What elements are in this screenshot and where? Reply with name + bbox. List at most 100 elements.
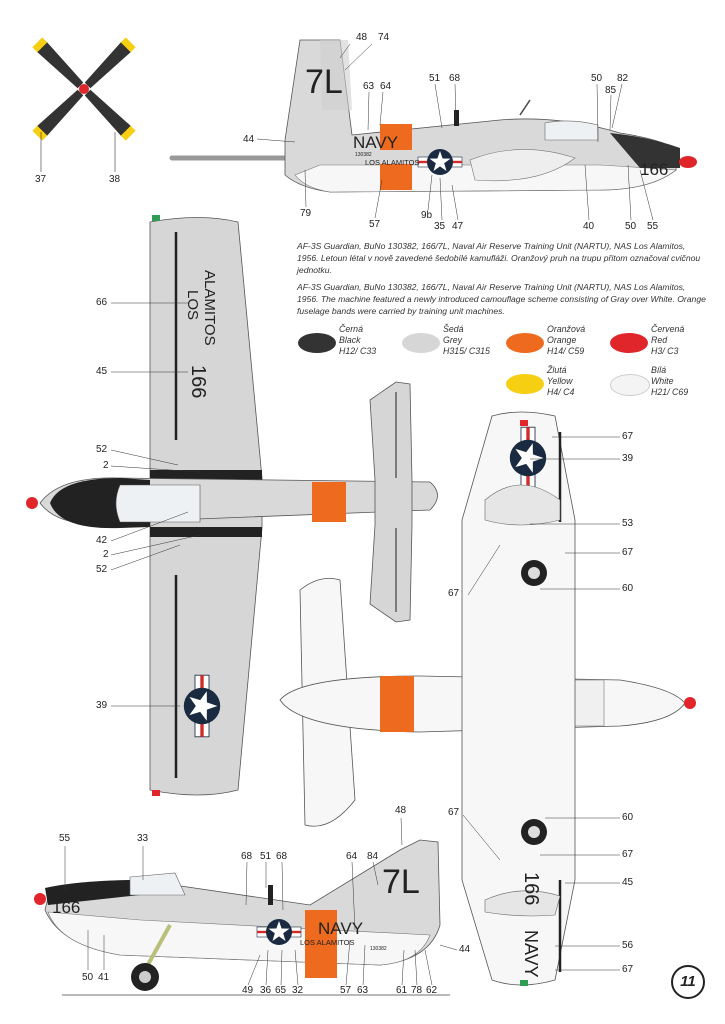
swatch-yellow [506, 374, 544, 394]
unit-marking-bottom: LOS ALAMITOS [300, 938, 354, 947]
modex-marking-wing: 166 [187, 365, 209, 398]
callout-56: 56 [622, 940, 634, 951]
callout-60-a: 60 [622, 583, 634, 594]
callout-leader-lines [64, 43, 654, 986]
callout-60-b: 60 [622, 812, 634, 823]
callout-50-top: 50 [591, 73, 603, 84]
callout-57-top: 57 [369, 219, 381, 230]
swatch-red [610, 333, 648, 353]
callout-52-a: 52 [96, 444, 108, 455]
callout-79: 79 [300, 208, 312, 219]
callout-39-under: 39 [622, 453, 634, 464]
callout-66: 66 [96, 297, 108, 308]
callout-62: 62 [426, 985, 438, 996]
callout-49: 49 [242, 985, 254, 996]
callout-9b: 9b [421, 210, 433, 221]
modex-marking-top: 166 [640, 160, 668, 179]
swatch-white [610, 374, 650, 396]
callout-50-bottom: 50 [82, 972, 94, 983]
buno-marking-bottom: 130382 [370, 946, 387, 952]
callout-52-b: 52 [96, 564, 108, 575]
callout-78: 78 [411, 985, 423, 996]
callout-64-bottom: 64 [346, 851, 358, 862]
description-czech: AF-3S Guardian, BuNo 130382, 166/7L, Nav… [297, 240, 709, 276]
callout-82: 82 [617, 73, 629, 84]
description-english: AF-3S Guardian, BuNo 130382, 166/7L, Nav… [297, 281, 709, 317]
callout-84: 84 [367, 851, 379, 862]
callout-38: 38 [109, 174, 121, 185]
buno-marking-top: 130382 [355, 152, 372, 158]
side-profile-right [169, 39, 697, 193]
callout-35: 35 [434, 221, 446, 232]
unit-marking-wing-line1: LOS [184, 290, 201, 320]
tail-code-top: 7L [305, 63, 343, 101]
callout-64-top: 64 [380, 81, 392, 92]
callout-37: 37 [35, 174, 47, 185]
description-en-text: AF-3S Guardian, BuNo 130382, 166/7L, Nav… [297, 282, 706, 316]
modex-marking-bottom: 166 [52, 898, 80, 917]
callout-2-b: 2 [103, 549, 109, 560]
callout-39-wing: 39 [96, 700, 108, 711]
callout-2-a: 2 [103, 460, 109, 471]
swatch-grey [402, 333, 440, 353]
callout-44-top: 44 [243, 134, 255, 145]
callout-42: 42 [96, 535, 108, 546]
callout-33: 33 [137, 833, 149, 844]
callout-63-top: 63 [363, 81, 375, 92]
callout-48-bottom: 48 [395, 805, 407, 816]
callout-61: 61 [396, 985, 408, 996]
callout-50-top-b: 50 [625, 221, 637, 232]
callout-48-top: 48 [356, 32, 368, 43]
swatch-orange [506, 333, 544, 353]
page-number: 11 [671, 965, 705, 999]
callout-44-bottom: 44 [459, 944, 471, 955]
callout-67-f: 67 [622, 964, 634, 975]
callout-40: 40 [583, 221, 595, 232]
unit-marking-top: LOS ALAMITOS [365, 158, 419, 167]
callout-47: 47 [452, 221, 464, 232]
callout-51-bottom: 51 [260, 851, 272, 862]
callout-45-under: 45 [622, 877, 634, 888]
bottom-view [461, 411, 576, 986]
callout-63-bottom: 63 [357, 985, 369, 996]
callout-41: 41 [98, 972, 110, 983]
callout-51-top: 51 [429, 73, 441, 84]
callout-67-d: 67 [448, 807, 460, 818]
callout-67-e: 67 [622, 849, 634, 860]
callout-53: 53 [622, 518, 634, 529]
navy-marking-bottom: NAVY [318, 919, 363, 938]
callout-55-top: 55 [647, 221, 659, 232]
callout-57-bottom: 57 [340, 985, 352, 996]
navy-marking-underwing: NAVY [521, 930, 541, 978]
callout-67-b: 67 [622, 547, 634, 558]
callout-55-bottom: 55 [59, 833, 71, 844]
callout-36: 36 [260, 985, 272, 996]
callout-85: 85 [605, 85, 617, 96]
tail-code-bottom: 7L [382, 863, 420, 901]
callout-68-bottom-b: 68 [276, 851, 288, 862]
callout-67-a: 67 [622, 431, 634, 442]
unit-marking-wing-line2: ALAMITOS [201, 270, 218, 346]
callout-32: 32 [292, 985, 304, 996]
callout-74: 74 [378, 32, 390, 43]
callout-68-top: 68 [449, 73, 461, 84]
callout-68-bottom-a: 68 [241, 851, 253, 862]
callout-67-c: 67 [448, 588, 460, 599]
side-profile-left [34, 839, 450, 996]
callout-65: 65 [275, 985, 287, 996]
top-view [26, 215, 438, 796]
modex-marking-underwing: 166 [520, 872, 542, 905]
callout-45-wing: 45 [96, 366, 108, 377]
description-cz-text: AF-3S Guardian, BuNo 130382, 166/7L, Nav… [297, 241, 701, 275]
navy-marking-top: NAVY [353, 133, 398, 152]
swatch-black [298, 333, 336, 353]
propeller-view [32, 37, 136, 172]
